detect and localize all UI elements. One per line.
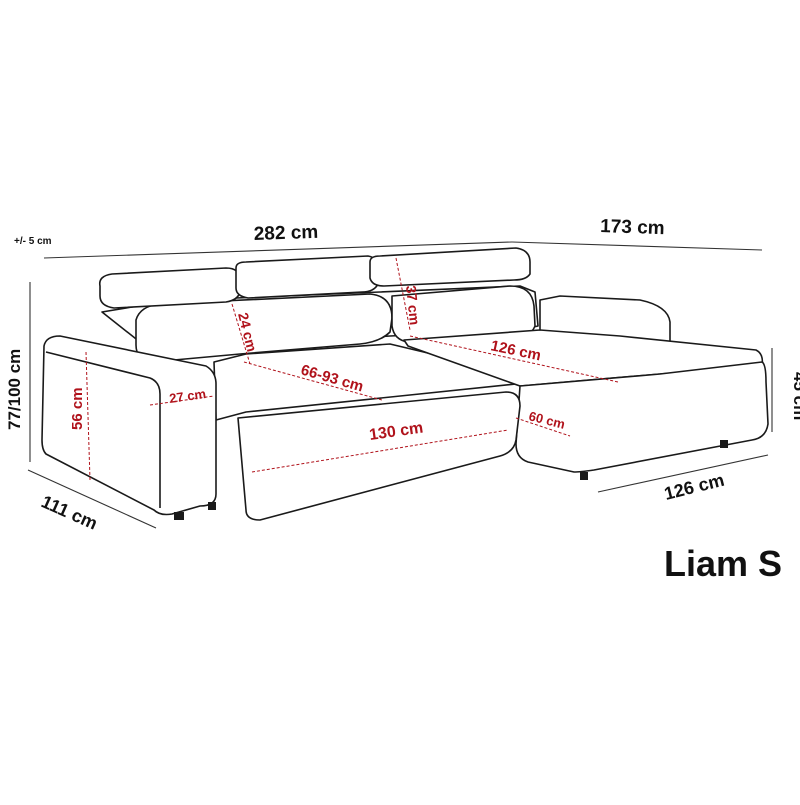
seat-height-label: 45 cm [790,372,800,420]
chaise-depth-line [597,454,769,493]
headrest-height-right-label: 37 cm [403,285,423,326]
tolerance-note: +/- 5 cm [14,236,52,247]
headrest-height-line [231,303,251,365]
chaise-front [515,361,769,473]
chaise-seat-length-line [409,335,619,383]
leg [174,512,184,520]
chaise-seat-width-line [515,417,571,437]
armrest-height-line [85,351,91,481]
total-width-line [43,241,513,259]
legs [174,440,728,520]
pullout-front [237,391,521,521]
depth-line [27,469,157,529]
left-armrest-inner [45,351,161,508]
armrest-width-label: 27 cm [168,386,207,406]
depth-label: 111 cm [38,491,100,533]
height-label: 77/100 cm [5,349,24,430]
headrest-left [98,267,241,309]
leg [720,440,728,448]
chaise-width-line [511,241,763,251]
leg [580,472,588,480]
total-width-label: 282 cm [253,222,318,245]
bed-width-line [251,429,509,473]
chaise-depth-label: 126 cm [662,470,726,504]
sofa-body [41,247,769,521]
headrest-height-right-line [395,257,411,331]
armrest-height-label: 56 cm [69,387,86,430]
headrest-middle [235,255,380,299]
inner-dimension-lines [85,257,619,481]
headrest-right [369,247,531,287]
product-name: Liam S [664,543,782,584]
armrest-width-line [149,395,215,406]
leg [208,502,216,510]
chaise-width-label: 173 cm [600,216,665,239]
outer-dimension-lines [27,241,773,529]
seat-depth-line [243,361,383,401]
